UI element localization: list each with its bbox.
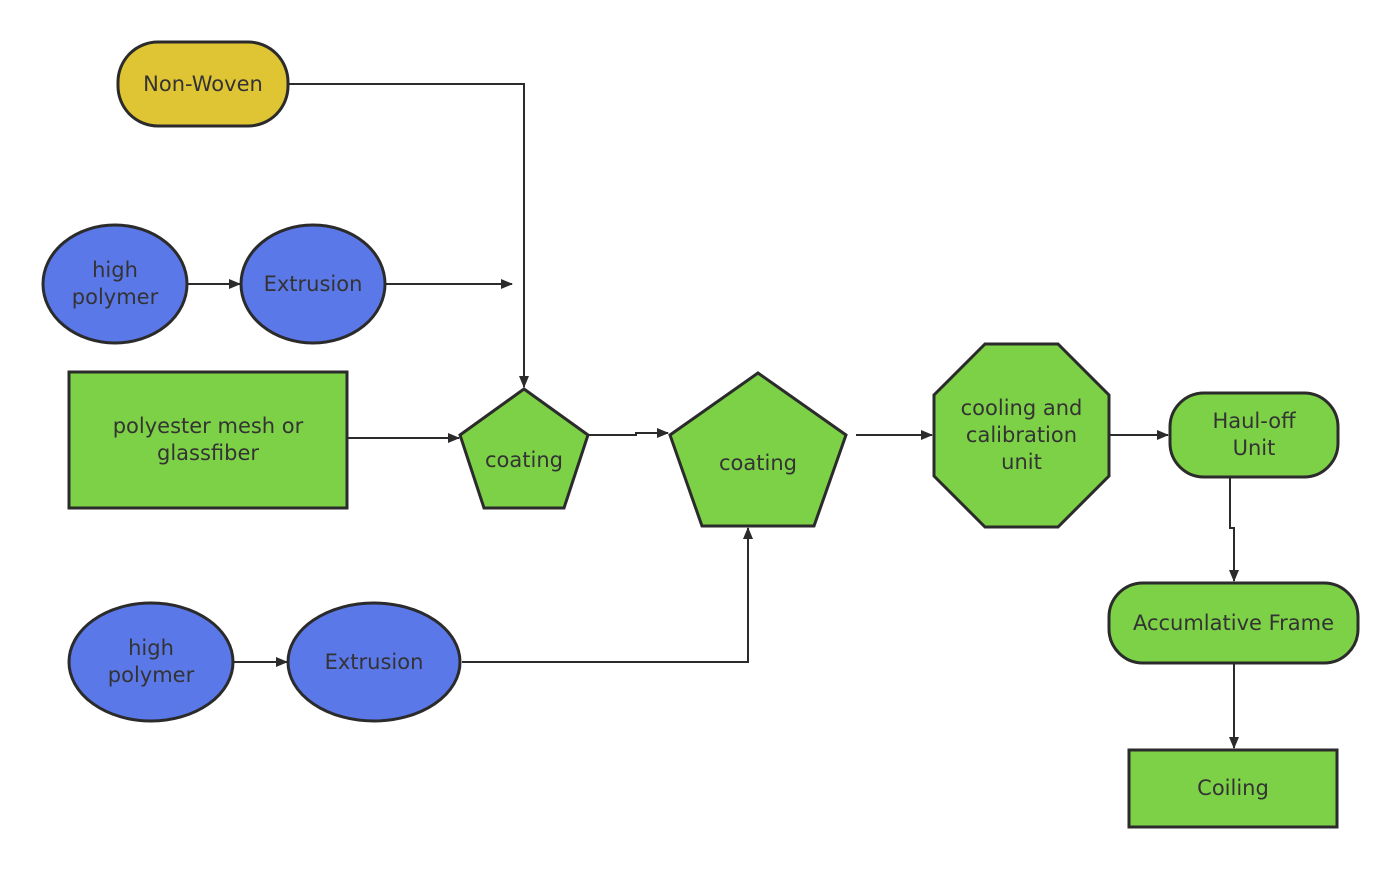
edge-hauloff-to-frame <box>1229 478 1239 582</box>
node-polymer-top-shape <box>41 223 189 345</box>
edge-extrusion-bottom-to-coating <box>462 527 753 663</box>
node-coating-small-shape <box>458 387 590 510</box>
node-frame-shape <box>1107 581 1360 665</box>
edge-coating-to-coating <box>588 428 669 438</box>
node-extrusion-bottom-shape <box>286 601 462 723</box>
node-polymer-bottom-shape <box>67 601 235 723</box>
node-cooling-shape <box>932 342 1111 529</box>
node-extrusion-top-shape <box>239 223 387 345</box>
node-nonwoven-shape <box>116 40 290 128</box>
node-hauloff-shape <box>1168 391 1340 479</box>
node-coating-large-shape <box>668 371 848 528</box>
node-coiling-shape <box>1127 748 1339 829</box>
node-mesh-shape <box>67 370 349 510</box>
edge-nonwoven-to-coating <box>289 83 529 388</box>
